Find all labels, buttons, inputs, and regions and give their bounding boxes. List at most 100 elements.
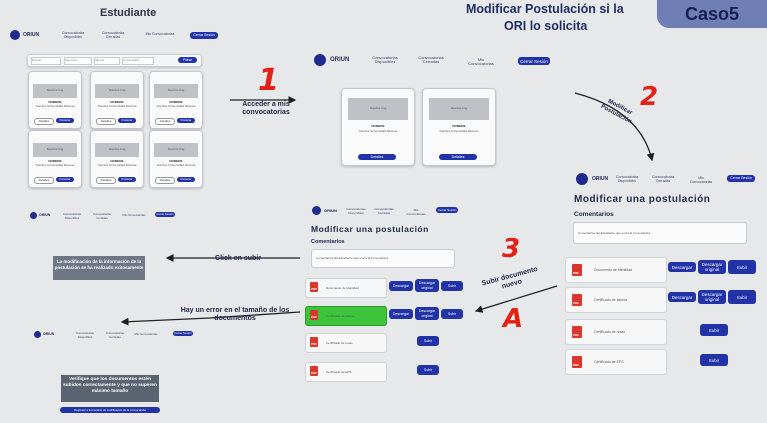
upload-button[interactable]: Subir — [728, 290, 756, 304]
nav-item-cerradas[interactable]: Convocatorias Cerradas — [418, 55, 444, 64]
download-original-button[interactable]: Descargar original — [415, 307, 439, 320]
card-subtitle: Nombre Universidad Idiomas — [97, 104, 137, 108]
nav-item-mis[interactable]: Mis Convocatorias — [689, 176, 713, 184]
upload-button[interactable]: Subir — [700, 324, 728, 336]
download-button[interactable]: Descargar — [389, 309, 413, 319]
pdf-icon — [310, 310, 318, 320]
download-button[interactable]: Descargar — [668, 262, 696, 272]
pdf-icon — [572, 326, 582, 338]
download-original-button[interactable]: Descargar original — [698, 260, 726, 274]
comments-textarea-right[interactable]: Comentarios del Estudiante que envía la … — [573, 222, 747, 244]
file-name: Certificado de notas — [326, 341, 353, 345]
card-subtitle: Nombre Universidad Idiomas — [35, 163, 75, 167]
card-image: Nombre Img — [347, 98, 409, 120]
nav-item-mis[interactable]: Mis Convocatorias — [145, 32, 175, 36]
details-button[interactable]: Detalles — [34, 177, 54, 184]
logout-button[interactable]: Cerrar Sesión — [190, 32, 218, 39]
label-error-tamano: Hay un error en el tamaño de los documen… — [180, 307, 290, 322]
pdf-icon — [310, 366, 318, 376]
nav-item-disponibles[interactable]: Convocatorias Disponibles — [63, 212, 81, 220]
pdf-icon — [572, 356, 582, 368]
error-message: Verifique que los documentos estén subid… — [61, 375, 159, 402]
file-row-selected: Certificado de Idioma — [305, 306, 387, 326]
logout-button[interactable]: Cerrar Sesión — [173, 331, 193, 336]
details-button[interactable]: Detalles — [96, 177, 116, 184]
filter-button[interactable]: Filtrar — [178, 57, 197, 63]
nav-item-mis[interactable]: Mis Convocatorias — [406, 208, 426, 216]
nav-item-cerradas[interactable]: Convocatorias Cerradas — [106, 331, 124, 339]
my-card-1: Nombre Img NOMBRE Nombre Universidad Idi… — [341, 88, 415, 166]
download-button[interactable]: Descargar — [668, 292, 696, 302]
logout-button[interactable]: Cerrar Sesión — [727, 175, 755, 182]
filter-universidad[interactable]: Universidad — [122, 57, 154, 65]
nav-item-mis[interactable]: Mis Convocatorias — [468, 57, 494, 66]
card-subtitle: Nombre Universidad Idiomas — [439, 129, 479, 133]
download-button[interactable]: Descargar — [389, 281, 413, 291]
card-title: NOMBRE — [48, 159, 62, 163]
card-subtitle: Nombre Universidad Idiomas — [35, 104, 75, 108]
pdf-icon — [310, 282, 318, 292]
postular-button[interactable]: Postular — [118, 177, 136, 182]
postular-button[interactable]: Postular — [56, 118, 74, 123]
logo-icon — [312, 206, 321, 215]
back-to-form-button[interactable]: Regresar a Formulario de modificación de… — [60, 407, 160, 413]
pdf-icon — [572, 294, 582, 306]
file-row: Documento de Identidad — [305, 278, 387, 298]
comments-textarea-middle[interactable]: Comentarios del Estudiante que envía la … — [311, 249, 455, 268]
modify-button[interactable]: Detalles — [358, 154, 396, 160]
nav-item-mis[interactable]: Mis Convocatorias — [122, 213, 146, 217]
logout-button[interactable]: Cerrar Sesión — [155, 212, 175, 217]
nav-item-disponibles[interactable]: Convocatorias Disponibles — [346, 207, 366, 215]
card-subtitle: Nombre Universidad Idiomas — [97, 163, 137, 167]
card-title: NOMBRE — [169, 159, 183, 163]
postular-button[interactable]: Postular — [118, 118, 136, 123]
card-title: NOMBRE — [169, 100, 183, 104]
nav-item-cerradas[interactable]: Convocatorias Cerradas — [652, 175, 675, 183]
upload-button[interactable]: Subir — [441, 309, 463, 319]
logout-button[interactable]: Cerrar Sesión — [436, 207, 458, 213]
filter-idioma[interactable]: Idioma — [94, 57, 120, 65]
nav-item-disponibles[interactable]: Convocatorias Disponibles — [372, 55, 398, 64]
nav-item-mis[interactable]: Mis Convocatorias — [134, 332, 158, 336]
details-button[interactable]: Detalles — [34, 118, 54, 125]
estudiante-title: Estudiante — [100, 7, 157, 19]
card-image: Nombre Img — [154, 143, 198, 157]
upload-button[interactable]: Subir — [417, 365, 439, 375]
search-input[interactable]: Buscar — [31, 57, 61, 65]
details-button[interactable]: Detalles — [155, 118, 175, 125]
card-title: NOMBRE — [48, 100, 62, 104]
details-button[interactable]: Detalles — [96, 118, 116, 125]
download-original-button[interactable]: Descargar original — [698, 290, 726, 304]
postular-button[interactable]: Postular — [177, 177, 195, 182]
main-title-line2: ORI lo solicita — [504, 19, 588, 33]
upload-button[interactable]: Subir — [728, 260, 756, 274]
modify-button[interactable]: Detalles — [439, 154, 477, 160]
upload-button[interactable]: Subir — [700, 354, 728, 366]
postular-button[interactable]: Postular — [177, 118, 195, 123]
upload-button[interactable]: Subir — [417, 336, 439, 346]
file-name: Certificado de notas — [594, 330, 626, 334]
arrow-error — [120, 311, 301, 326]
card-title: NOMBRE — [110, 100, 124, 104]
details-button[interactable]: Detalles — [155, 177, 175, 184]
filter-semestre[interactable]: Semestre — [64, 57, 92, 65]
card-title: NOMBRE — [110, 159, 124, 163]
upload-button[interactable]: Subir — [441, 281, 463, 291]
logo-icon — [576, 173, 588, 185]
nav-item-cerradas[interactable]: Convocatorias Cerradas — [102, 31, 125, 39]
step-3-marker: 3 — [502, 234, 521, 264]
nav-item-cerradas[interactable]: Convocatorias Cerradas — [93, 212, 111, 220]
nav-item-disponibles[interactable]: Convocatorias Disponibles — [616, 175, 639, 183]
success-message: La modificación de la información de la … — [53, 256, 145, 280]
download-original-button[interactable]: Descargar original — [415, 279, 439, 292]
nav-item-disponibles[interactable]: Convocatorias Disponibles — [62, 31, 85, 39]
postular-button[interactable]: Postular — [56, 177, 74, 182]
nav-item-disponibles[interactable]: Convocatorias Disponibles — [76, 331, 94, 339]
card-image: Nombre Img — [428, 98, 490, 120]
card-image: Nombre Img — [33, 143, 77, 157]
file-row: Certificado de notas — [565, 319, 667, 345]
nav-item-cerradas[interactable]: Convocatorias Cerradas — [374, 207, 394, 215]
logout-button[interactable]: Cerrar Sesión — [518, 57, 550, 65]
